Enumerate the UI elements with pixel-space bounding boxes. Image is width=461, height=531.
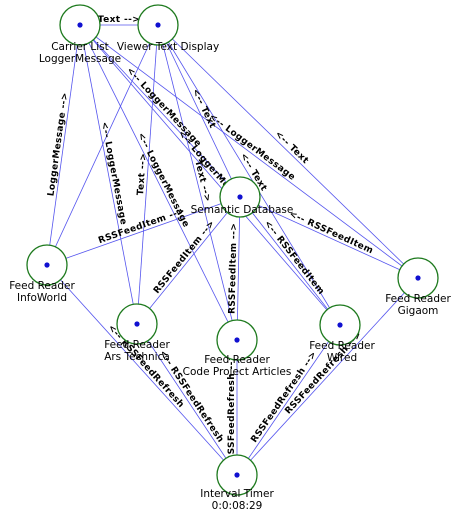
- node-label-gigaom: Gigaom: [398, 305, 439, 317]
- edge-infoworld-carrier: [46, 24, 81, 266]
- node-label-infoworld: InfoWorld: [17, 292, 67, 304]
- node-dot-timer: [234, 472, 240, 478]
- edge-label-ars-semantic: RSSFeedItem -->: [152, 219, 217, 296]
- node-dot-viewer: [155, 22, 161, 28]
- edge-wired-carrier: [79, 24, 341, 326]
- edge-label-codeproject-semantic: RSSFeedItem -->: [228, 223, 240, 314]
- edge-wired-viewer: [157, 24, 341, 326]
- node-label-wired: Feed Reader: [309, 340, 375, 352]
- edge-ars-semantic: [136, 196, 241, 325]
- edge-label-infoworld-semantic: RSSFeedItem -->: [97, 206, 186, 246]
- edge-codeproject-viewer: [157, 24, 238, 341]
- edges-layer: [46, 24, 419, 476]
- edge-timer-ars: [136, 323, 238, 476]
- edge-label-ars-viewer: Text -->: [136, 153, 149, 196]
- node-label-carrier: Carrier List: [51, 41, 109, 53]
- node-viewer[interactable]: Viewer Text Display: [117, 4, 219, 53]
- edge-timer-wired: [236, 324, 341, 476]
- node-label-carrier: LoggerMessage: [39, 53, 121, 65]
- edge-gigaom-semantic: [239, 196, 419, 279]
- node-label-ars: Ars Technica: [104, 351, 170, 363]
- node-dot-codeproject: [234, 337, 240, 343]
- edge-infoworld-viewer: [46, 24, 159, 266]
- edge-infoworld-semantic: [46, 196, 241, 266]
- edge-semantic-viewer: [157, 24, 241, 198]
- node-label-timer: 0:0:08:29: [212, 500, 263, 512]
- node-label-semantic: Semantic Database: [191, 204, 294, 216]
- edge-gigaom-viewer: [157, 24, 419, 279]
- node-label-timer: Interval Timer: [200, 488, 274, 500]
- node-label-ars: Feed Reader: [104, 339, 170, 351]
- edge-codeproject-semantic: [236, 196, 241, 341]
- edge-label-gigaom-semantic: <-- RSSFeedItem: [287, 210, 374, 257]
- edge-wired-semantic: [239, 196, 341, 326]
- node-dot-wired: [337, 322, 343, 328]
- node-label-wired: Wired: [327, 352, 357, 364]
- node-dot-carrier: [77, 22, 83, 28]
- edge-label-ars-carrier: <-- LoggerMessage: [99, 121, 128, 226]
- node-dot-ars: [134, 321, 140, 327]
- node-label-viewer: Viewer Text Display: [117, 41, 219, 53]
- edge-label-carrier-viewer: Text -->: [98, 15, 141, 25]
- edge-gigaom-carrier: [79, 24, 419, 279]
- node-label-codeproject: Feed Reader: [204, 354, 270, 366]
- edge-timer-gigaom: [236, 277, 419, 476]
- node-label-infoworld: Feed Reader: [9, 280, 75, 292]
- edge-ars-viewer: [136, 24, 159, 325]
- node-dot-infoworld: [44, 262, 50, 268]
- edge-labels-layer: Text -->LoggerMessage --><-- LoggerMessa…: [46, 15, 374, 462]
- node-dot-semantic: [237, 194, 243, 200]
- node-semantic[interactable]: Semantic Database: [191, 176, 294, 218]
- edge-semantic-carrier: [79, 24, 241, 198]
- node-dot-gigaom: [415, 275, 421, 281]
- edge-timer-infoworld: [46, 264, 238, 476]
- node-label-gigaom: Feed Reader: [385, 293, 451, 305]
- edge-codeproject-carrier: [79, 24, 238, 341]
- node-label-codeproject: Code Project Articles: [183, 366, 292, 378]
- edge-label-timer-codeproject: RSSFeedRefresh -->: [227, 353, 237, 462]
- edge-ars-carrier: [79, 24, 138, 325]
